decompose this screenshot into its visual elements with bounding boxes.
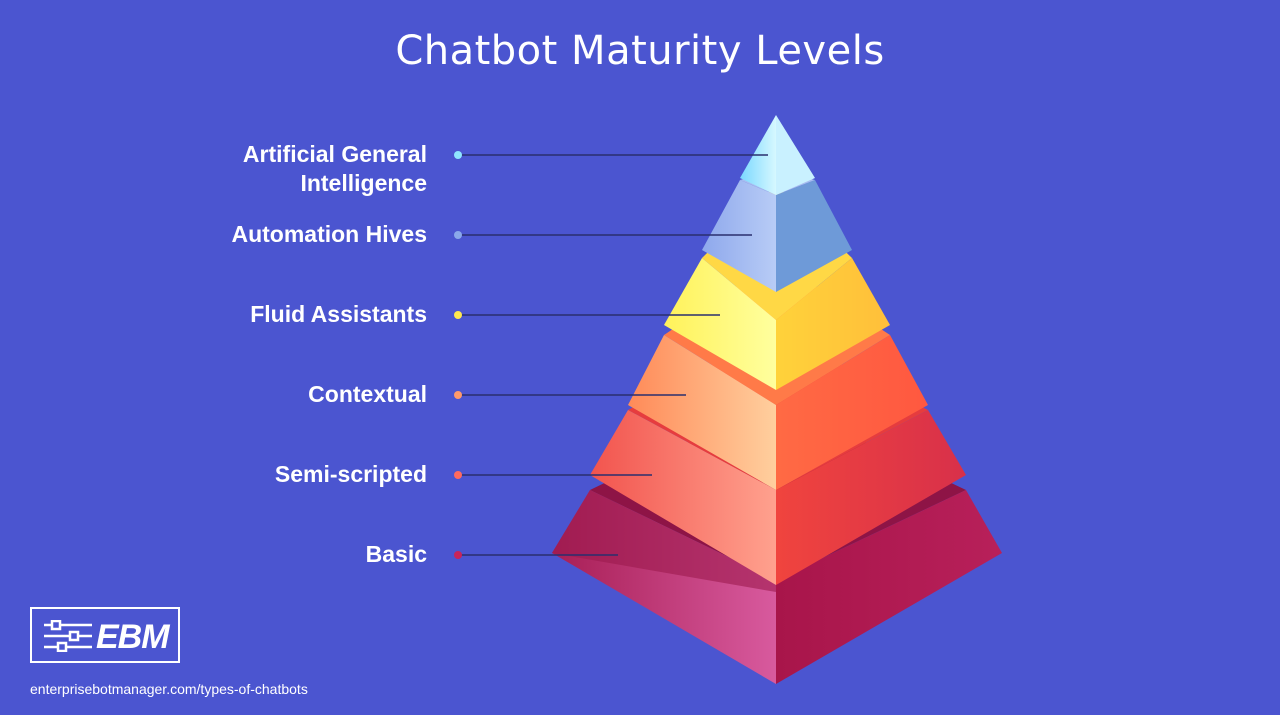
label-agi-line2: Intelligence xyxy=(300,170,427,196)
connector-dot-basic xyxy=(454,551,462,559)
connector-dot-contextual xyxy=(454,391,462,399)
sliders-icon xyxy=(44,620,92,652)
connector-dot-semi xyxy=(454,471,462,479)
agi-right-face xyxy=(776,115,815,195)
basic-right-face xyxy=(776,490,1002,684)
contextual-right-face xyxy=(776,335,928,490)
connector-dot-hives xyxy=(454,231,462,239)
basic-left-rim xyxy=(552,490,776,592)
hives-right-face xyxy=(776,180,852,292)
diagram-title: Chatbot Maturity Levels xyxy=(395,28,885,74)
source-url: enterprisebotmanager.com/types-of-chatbo… xyxy=(30,681,308,697)
hives-left-face xyxy=(702,180,776,292)
label-agi-line1: Artificial General xyxy=(242,141,427,167)
ebm-logo: EBM xyxy=(30,607,180,663)
fluid-right-face xyxy=(776,258,890,390)
fluid-left-face xyxy=(664,258,776,390)
label-basic: Basic xyxy=(365,541,427,567)
connectors xyxy=(454,151,768,559)
logo-text: EBM xyxy=(96,618,170,656)
semi-right-face xyxy=(776,410,966,585)
label-semi-scripted: Semi-scripted xyxy=(274,461,427,487)
semi-left-face xyxy=(590,410,776,585)
label-automation-hives: Automation Hives xyxy=(231,221,427,247)
connector-dot-fluid xyxy=(454,311,462,319)
label-fluid-assistants: Fluid Assistants xyxy=(250,301,427,327)
contextual-left-face xyxy=(628,335,776,490)
connector-dot-agi xyxy=(454,151,462,159)
label-agi: Artificial General Intelligence xyxy=(243,140,427,198)
label-contextual: Contextual xyxy=(308,381,427,407)
